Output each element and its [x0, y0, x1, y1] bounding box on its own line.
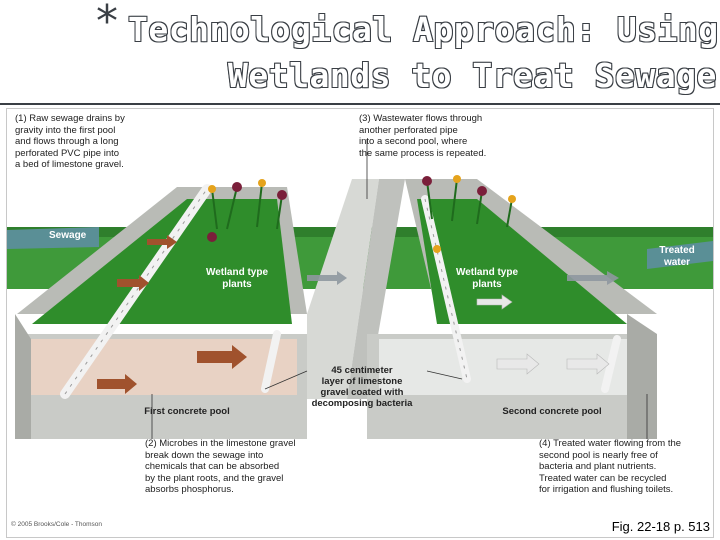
flow-arrows-second-pool	[476, 294, 610, 375]
figure-reference: Fig. 22-18 p. 513	[611, 519, 710, 534]
step-3-note: (3) Wastewater flows through another per…	[359, 113, 487, 159]
wetland-plants-label-1: Wetland type plants	[205, 267, 269, 290]
wetland-plants-icons	[207, 175, 516, 253]
flow-arrows-first-pool	[97, 235, 247, 394]
limestone-layer-label: 45 centimeter layer of limestone gravel …	[311, 365, 413, 409]
title-line-2: Wetlands to Treat Sewage	[227, 55, 717, 96]
title-line-1: Technological Approach: Using	[127, 9, 719, 50]
step-1-note: (1) Raw sewage drains by gravity into th…	[15, 113, 125, 170]
diagram-illustration	[7, 139, 713, 439]
slide-title: * Technological Approach: Using Wetlands…	[0, 0, 720, 104]
treated-water-label: Treated water	[659, 245, 695, 268]
center-wall	[307, 179, 379, 399]
sewage-inflow	[7, 227, 99, 249]
sewage-label: Sewage	[49, 230, 87, 241]
first-pool-label: First concrete pool	[144, 406, 230, 417]
second-pool-label: Second concrete pool	[502, 406, 602, 417]
wetland-plants-label-2: Wetland type plants	[455, 267, 519, 290]
title-asterisk: *	[96, 0, 118, 47]
title-rule	[0, 103, 720, 105]
wetland-diagram: (1) Raw sewage drains by gravity into th…	[6, 108, 714, 538]
step-2-note: (2) Microbes in the limestone gravel bre…	[145, 438, 296, 495]
copyright-credit: © 2005 Brooks/Cole - Thomson	[11, 521, 103, 528]
treated-water-outflow	[647, 241, 713, 269]
step-4-note: (4) Treated water flowing from the secon…	[539, 438, 682, 495]
